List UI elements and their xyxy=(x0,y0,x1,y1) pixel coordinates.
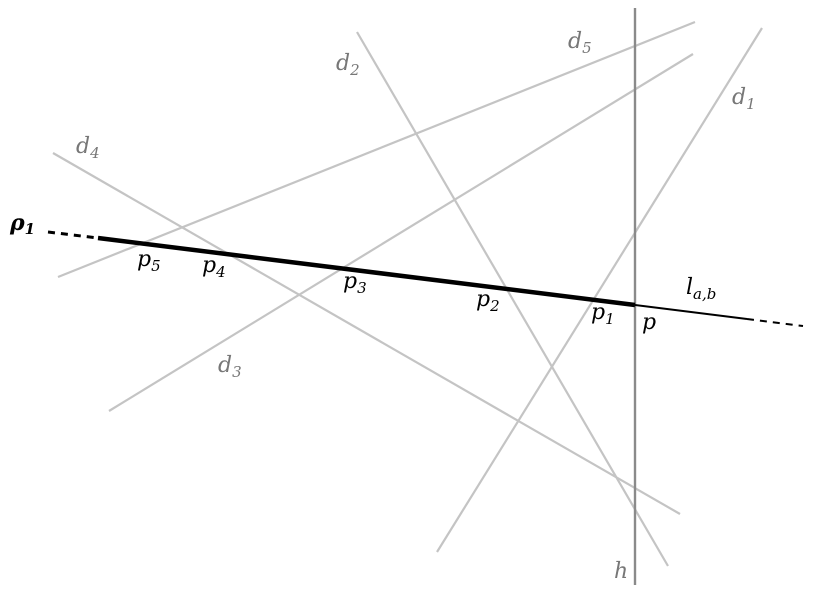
line-l-dashed-right xyxy=(746,318,804,327)
label-d4: d4 xyxy=(76,134,100,162)
line-d1 xyxy=(436,27,763,553)
label-d1: d1 xyxy=(732,85,756,113)
line-d4 xyxy=(52,152,681,515)
label-d2: d2 xyxy=(336,51,360,79)
label-h: h xyxy=(614,559,628,584)
label-p: p xyxy=(642,310,656,335)
label-p3: p3 xyxy=(343,269,367,297)
label-p1: p1 xyxy=(591,300,615,328)
label-p5: p5 xyxy=(137,247,161,275)
label-p4: p4 xyxy=(202,253,226,281)
line-l-solid-right xyxy=(634,304,748,320)
line-d3 xyxy=(108,53,694,412)
line-d5 xyxy=(57,20,696,279)
label-p2: p2 xyxy=(476,287,500,315)
line-l-dashed-left xyxy=(47,230,99,240)
label-d5: d5 xyxy=(568,29,592,57)
label-rho1: ρ1 xyxy=(9,210,35,238)
label-d3: d3 xyxy=(218,353,242,381)
label-l-ab: la,b xyxy=(686,275,716,303)
ray-rho-segment xyxy=(97,235,636,308)
line-d2 xyxy=(356,31,669,567)
